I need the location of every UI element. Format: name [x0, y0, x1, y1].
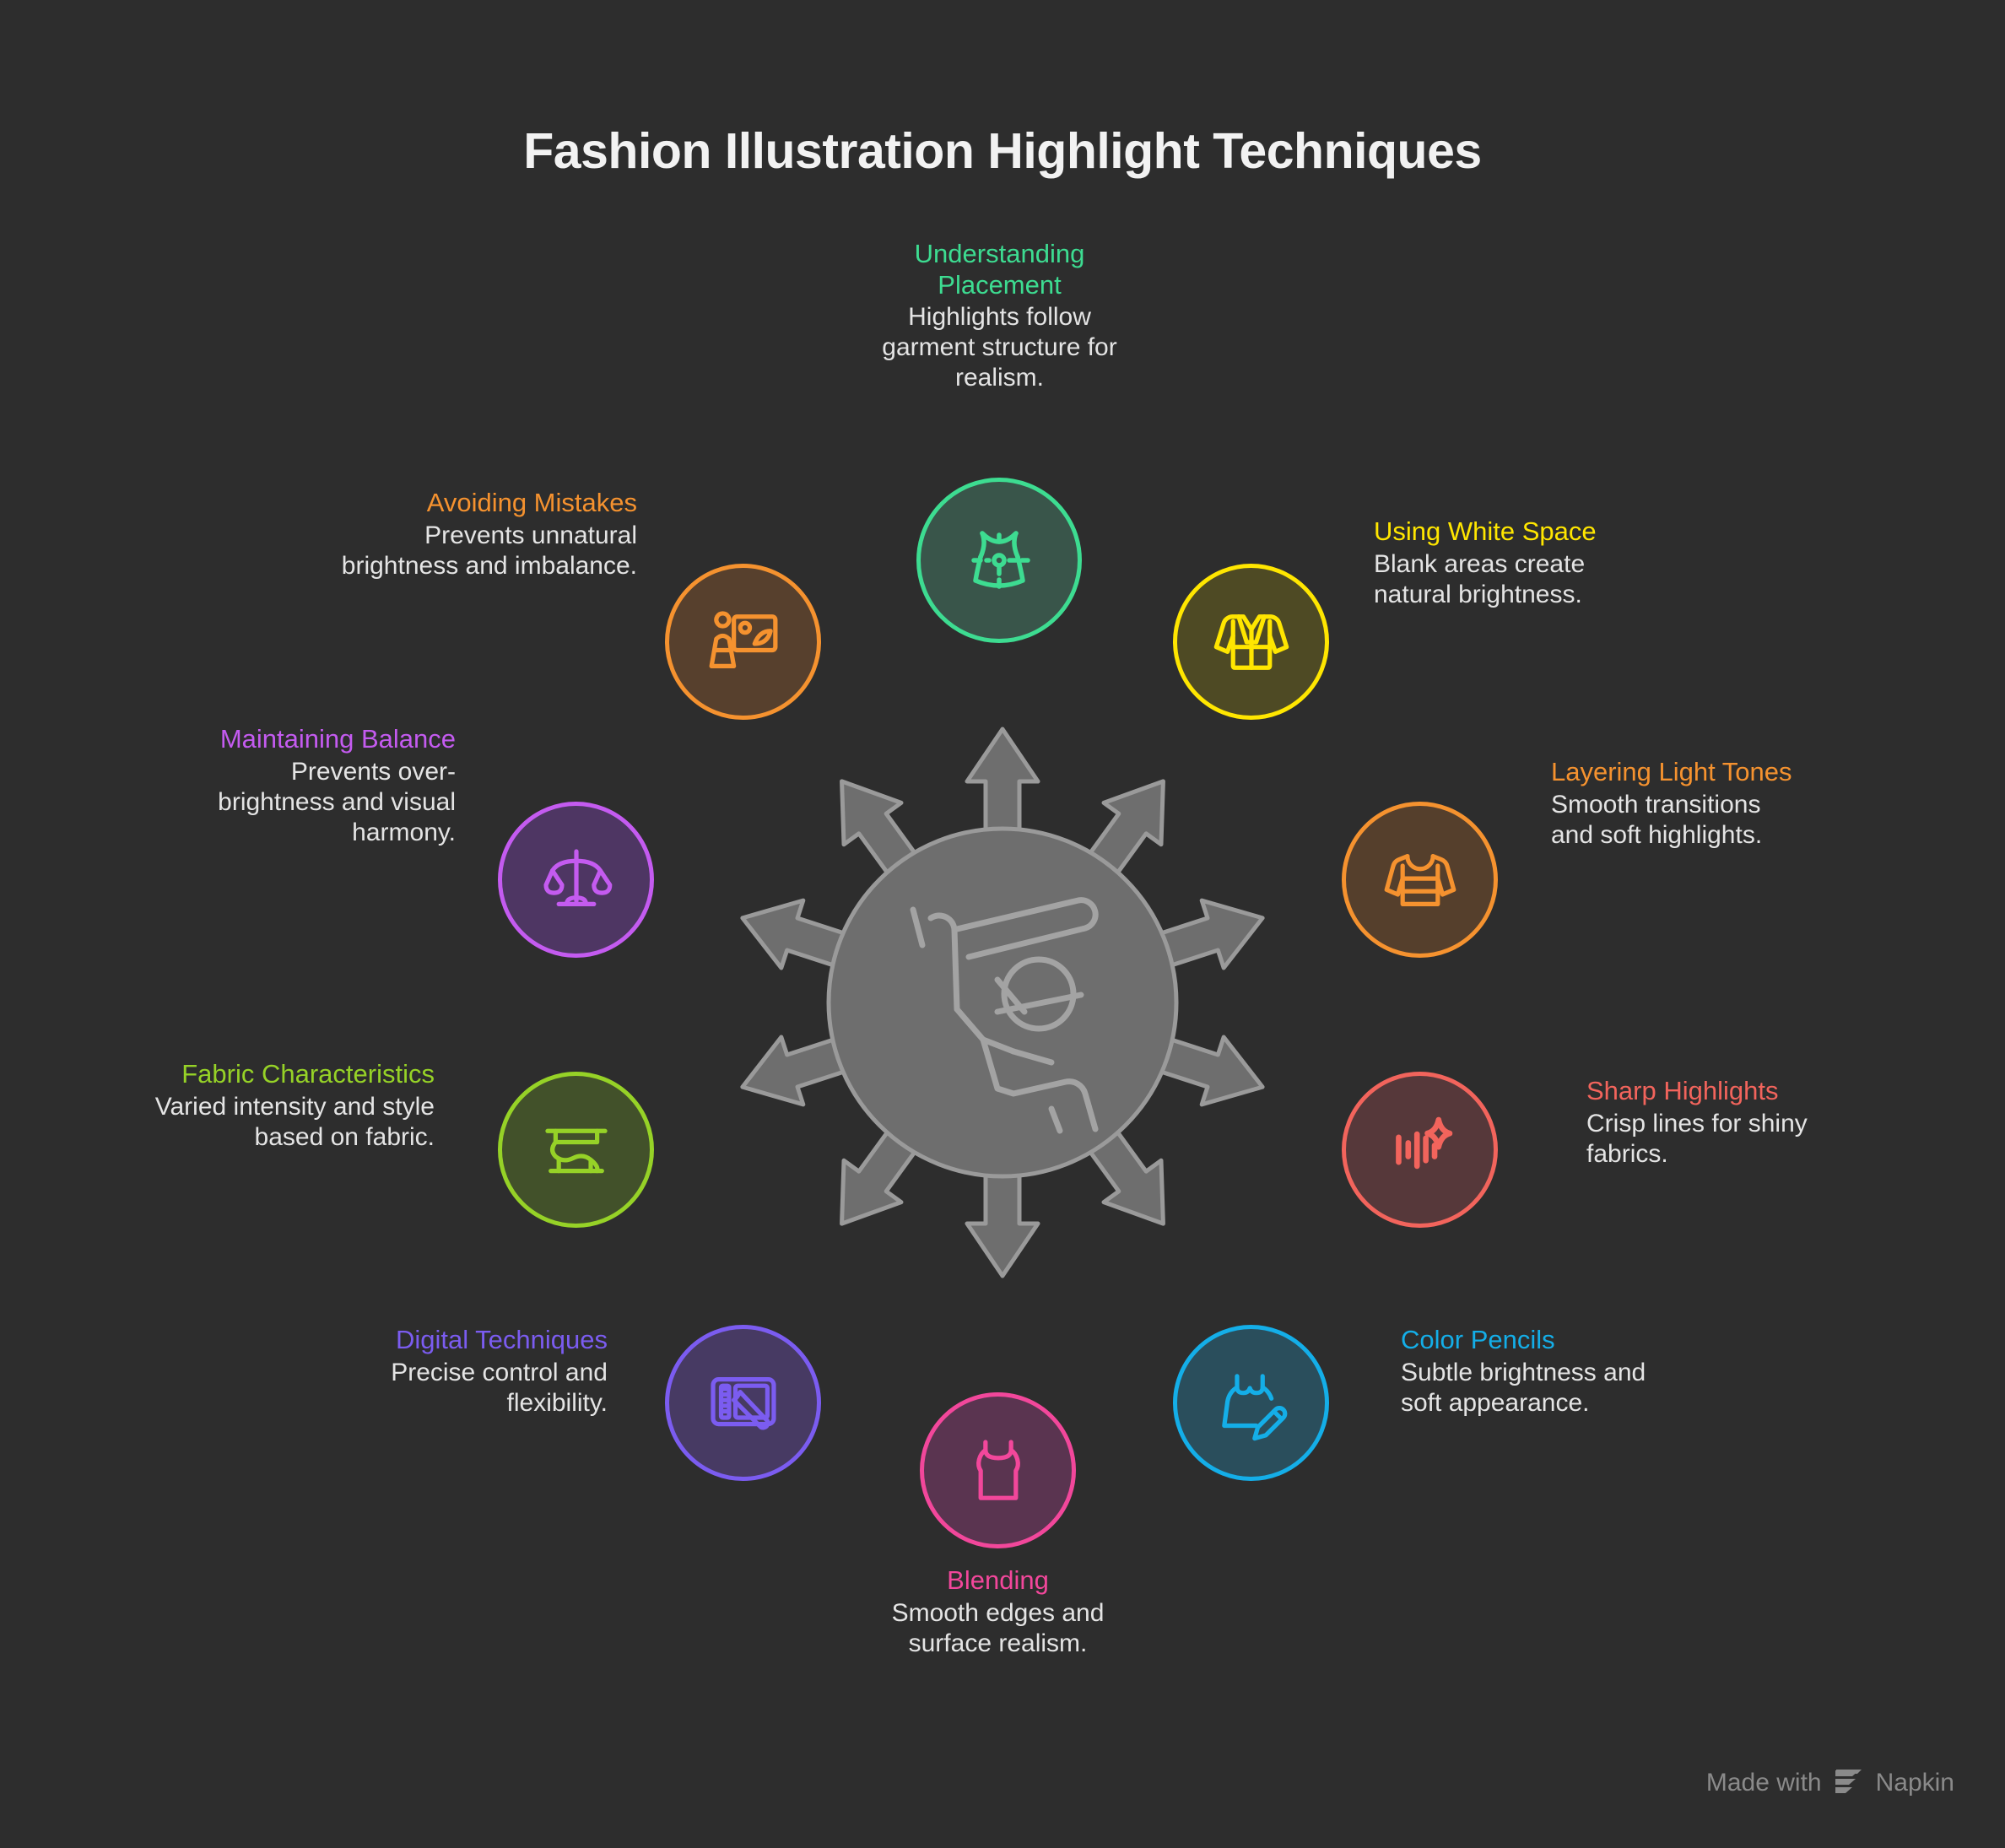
napkin-logo-icon: [1835, 1770, 1862, 1793]
label-title: Blending: [947, 1565, 1049, 1595]
dress-crosshair-icon: [971, 531, 1030, 593]
folded-fabric-icon: [544, 1128, 608, 1173]
central-hub: [689, 689, 1316, 1316]
label-color-pencils: Color Pencils Subtle brightness and soft…: [1401, 1325, 1679, 1418]
mannequin-frame-icon: [709, 610, 777, 668]
label-fabric-characteristics: Fabric Characteristics Varied intensity …: [152, 1059, 435, 1153]
label-description: Highlights follow garment structure for …: [882, 303, 1117, 392]
label-description: Precise control and flexibility.: [391, 1358, 608, 1417]
label-avoiding-mistakes: Avoiding Mistakes Prevents unnatural bri…: [338, 488, 637, 581]
label-description: Smooth transitions and soft highlights.: [1551, 790, 1763, 849]
node-sharp-highlights[interactable]: [1342, 1072, 1498, 1228]
label-layering-light-tones: Layering Light Tones Smooth transitions …: [1551, 757, 1808, 851]
label-title: Using White Space: [1374, 516, 1597, 546]
striped-sweater-icon: [1384, 853, 1456, 906]
label-using-white-space: Using White Space Blank areas create nat…: [1374, 516, 1661, 610]
label-sharp-highlights: Sharp Highlights Crisp lines for shiny f…: [1586, 1076, 1856, 1170]
label-title: Maintaining Balance: [219, 724, 456, 754]
label-maintaining-balance: Maintaining Balance Prevents over-bright…: [187, 724, 456, 848]
footer-made-with-text: Made with: [1705, 1769, 1822, 1797]
sparkle-lines-icon: [1395, 1116, 1452, 1169]
label-description: Crisp lines for shiny fabrics.: [1586, 1109, 1808, 1168]
label-title: Sharp Highlights: [1586, 1076, 1779, 1105]
label-title: Layering Light Tones: [1551, 757, 1792, 786]
label-title: Color Pencils: [1401, 1325, 1555, 1354]
label-description: Smooth edges and surface realism.: [891, 1598, 1105, 1657]
label-blending: Blending Smooth edges and surface realis…: [869, 1565, 1127, 1659]
footer-brand-name: Napkin: [1875, 1769, 1954, 1797]
label-title: Digital Techniques: [395, 1325, 608, 1354]
page-title: Fashion Illustration Highlight Technique…: [523, 123, 1482, 179]
robe-coat-icon: [1213, 613, 1289, 670]
node-color-pencils[interactable]: [1173, 1325, 1329, 1481]
hub-icon: [910, 897, 1099, 1134]
pencil-garment-icon: [1221, 1373, 1287, 1440]
node-layering-light-tones[interactable]: [1342, 802, 1498, 958]
label-description: Subtle brightness and soft appearance.: [1401, 1358, 1646, 1417]
node-avoiding-mistakes[interactable]: [665, 564, 821, 720]
label-title: Understanding Placement: [914, 239, 1085, 300]
label-description: Prevents unnatural brightness and imbala…: [341, 521, 637, 580]
hub-graphic: [740, 727, 1265, 1278]
node-fabric-characteristics[interactable]: [498, 1072, 654, 1228]
node-understanding-placement[interactable]: [916, 478, 1082, 643]
node-maintaining-balance[interactable]: [498, 802, 654, 958]
label-description: Varied intensity and style based on fabr…: [154, 1092, 435, 1151]
label-digital-techniques: Digital Techniques Precise control and f…: [329, 1325, 608, 1418]
label-description: Prevents over-brightness and visual harm…: [218, 757, 456, 846]
balance-scale-icon: [543, 848, 612, 906]
node-digital-techniques[interactable]: [665, 1325, 821, 1481]
node-blending[interactable]: [920, 1392, 1076, 1548]
label-description: Blank areas create natural brightness.: [1374, 549, 1586, 608]
footer-attribution: Made with Napkin: [1706, 1769, 1954, 1797]
label-title: Avoiding Mistakes: [426, 488, 637, 517]
label-understanding-placement: Understanding Placement Highlights follo…: [871, 239, 1128, 393]
label-title: Fabric Characteristics: [181, 1059, 435, 1089]
tank-top-icon: [975, 1439, 1020, 1500]
graphics-tablet-icon: [710, 1376, 776, 1429]
node-using-white-space[interactable]: [1173, 564, 1329, 720]
